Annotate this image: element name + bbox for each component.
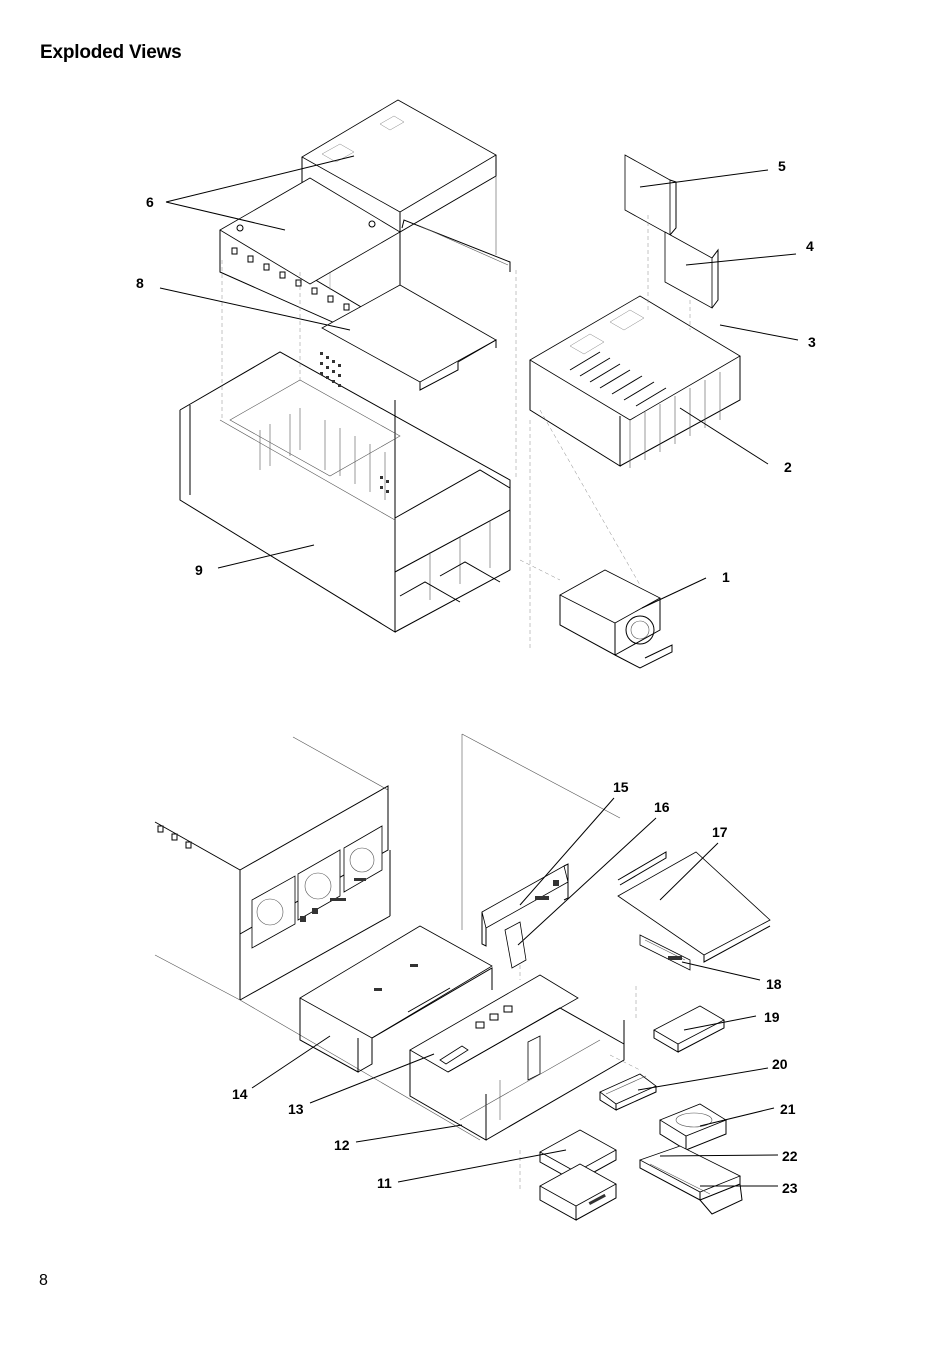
air-baffle-part [322, 285, 496, 390]
callout-15: 15 [613, 779, 629, 795]
callout-19: 19 [764, 1009, 780, 1025]
callout-3: 3 [808, 334, 816, 350]
callout-20: 20 [772, 1056, 788, 1072]
page-number: 8 [39, 1272, 48, 1290]
cdrom-drive-part [540, 1130, 616, 1220]
drive-handle-part [600, 1074, 656, 1110]
disk-drive-part [636, 986, 724, 1052]
callout-23: 23 [782, 1180, 798, 1196]
callout-1: 1 [722, 569, 730, 585]
processor-cage-part [530, 296, 740, 585]
callout-14: 14 [232, 1086, 248, 1102]
operator-panel-part [482, 864, 568, 980]
riser-card-part [618, 852, 770, 970]
hard-drive-part [660, 1104, 726, 1150]
callout-12: 12 [334, 1137, 350, 1153]
callout-4: 4 [806, 238, 814, 254]
callout-13: 13 [288, 1101, 304, 1117]
callout-16: 16 [654, 799, 670, 815]
callout-22: 22 [782, 1148, 798, 1164]
power-supply-part [560, 570, 672, 668]
callout-8: 8 [136, 275, 144, 291]
lower-chassis-part [155, 734, 620, 1140]
callout-11: 11 [377, 1175, 392, 1191]
upper-exploded-view: 6 8 9 1 2 3 4 5 [136, 100, 816, 668]
callout-21: 21 [780, 1101, 796, 1117]
callout-18: 18 [766, 976, 782, 992]
callout-9: 9 [195, 562, 203, 578]
callout-6: 6 [146, 194, 154, 210]
callout-5: 5 [778, 158, 786, 174]
callout-17: 17 [712, 824, 728, 840]
lower-exploded-view: 15 16 17 18 19 20 21 22 23 14 13 12 11 [155, 734, 798, 1220]
callout-2: 2 [784, 459, 792, 475]
